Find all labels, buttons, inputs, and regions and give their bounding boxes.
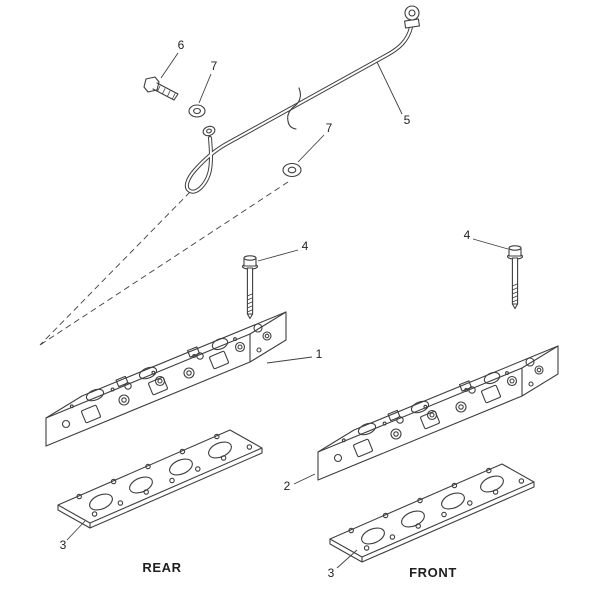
- front-cylinder-head: [317, 345, 559, 481]
- bolt-6-threads: [157, 85, 176, 99]
- leader-lines: [66, 52, 509, 569]
- washer-7-upper: [188, 104, 206, 118]
- leader-5: [376, 61, 403, 115]
- dash-line-left: [39, 191, 191, 346]
- label-front: FRONT: [409, 565, 457, 580]
- callout-4-front: 4: [464, 228, 471, 242]
- front-head-gasket: [329, 463, 535, 563]
- pipe-end-fitting-hole: [206, 128, 212, 134]
- callout-3-front: 3: [328, 566, 335, 580]
- callout-5: 5: [404, 113, 411, 127]
- pipe-end-fitting: [202, 125, 216, 137]
- rear-cylinder-head: [45, 311, 287, 447]
- washer-7-lower-body: [282, 162, 302, 178]
- position-labels: REAR FRONT: [142, 560, 457, 580]
- washer-7-lower: [282, 162, 302, 178]
- washer-7-upper-hole: [193, 107, 201, 115]
- fuel-line-tube-highlight: [185, 26, 412, 193]
- callout-4-rear: 4: [302, 239, 309, 253]
- washer-7-upper-body: [188, 104, 206, 118]
- callout-6: 6: [178, 38, 185, 52]
- label-rear: REAR: [142, 560, 181, 575]
- callout-1: 1: [316, 347, 323, 361]
- leader-2: [293, 473, 316, 485]
- banjo-eye-hole: [408, 9, 416, 17]
- washer-7-lower-hole: [287, 166, 297, 174]
- fuel-line-assembly: [184, 5, 420, 194]
- bolt-6-head: [143, 76, 160, 93]
- pipe-clip: [287, 87, 302, 130]
- leader-4-rear: [257, 249, 299, 262]
- callout-2: 2: [284, 479, 291, 493]
- callout-7-upper: 7: [211, 59, 218, 73]
- banjo-bolt-6: [143, 76, 179, 101]
- head-bolt-rear: [241, 255, 259, 320]
- leader-3-rear: [66, 520, 86, 541]
- banjo-eye: [404, 5, 420, 21]
- bolt-6-shaft: [152, 82, 179, 101]
- leader-1: [266, 356, 313, 364]
- callout-numbers: 6 7 7 5 4 4 1 2 3 3: [60, 38, 471, 580]
- alignment-dashes: [39, 181, 289, 346]
- leader-7-upper: [198, 73, 212, 104]
- leader-6: [160, 52, 179, 79]
- leader-7-lower: [297, 134, 325, 163]
- rear-head-gasket: [57, 429, 263, 529]
- head-bolt-front: [506, 245, 524, 310]
- leader-4-front: [472, 238, 509, 250]
- leader-3-front: [336, 549, 358, 569]
- callout-3-rear: 3: [60, 538, 67, 552]
- callout-7-lower: 7: [326, 121, 333, 135]
